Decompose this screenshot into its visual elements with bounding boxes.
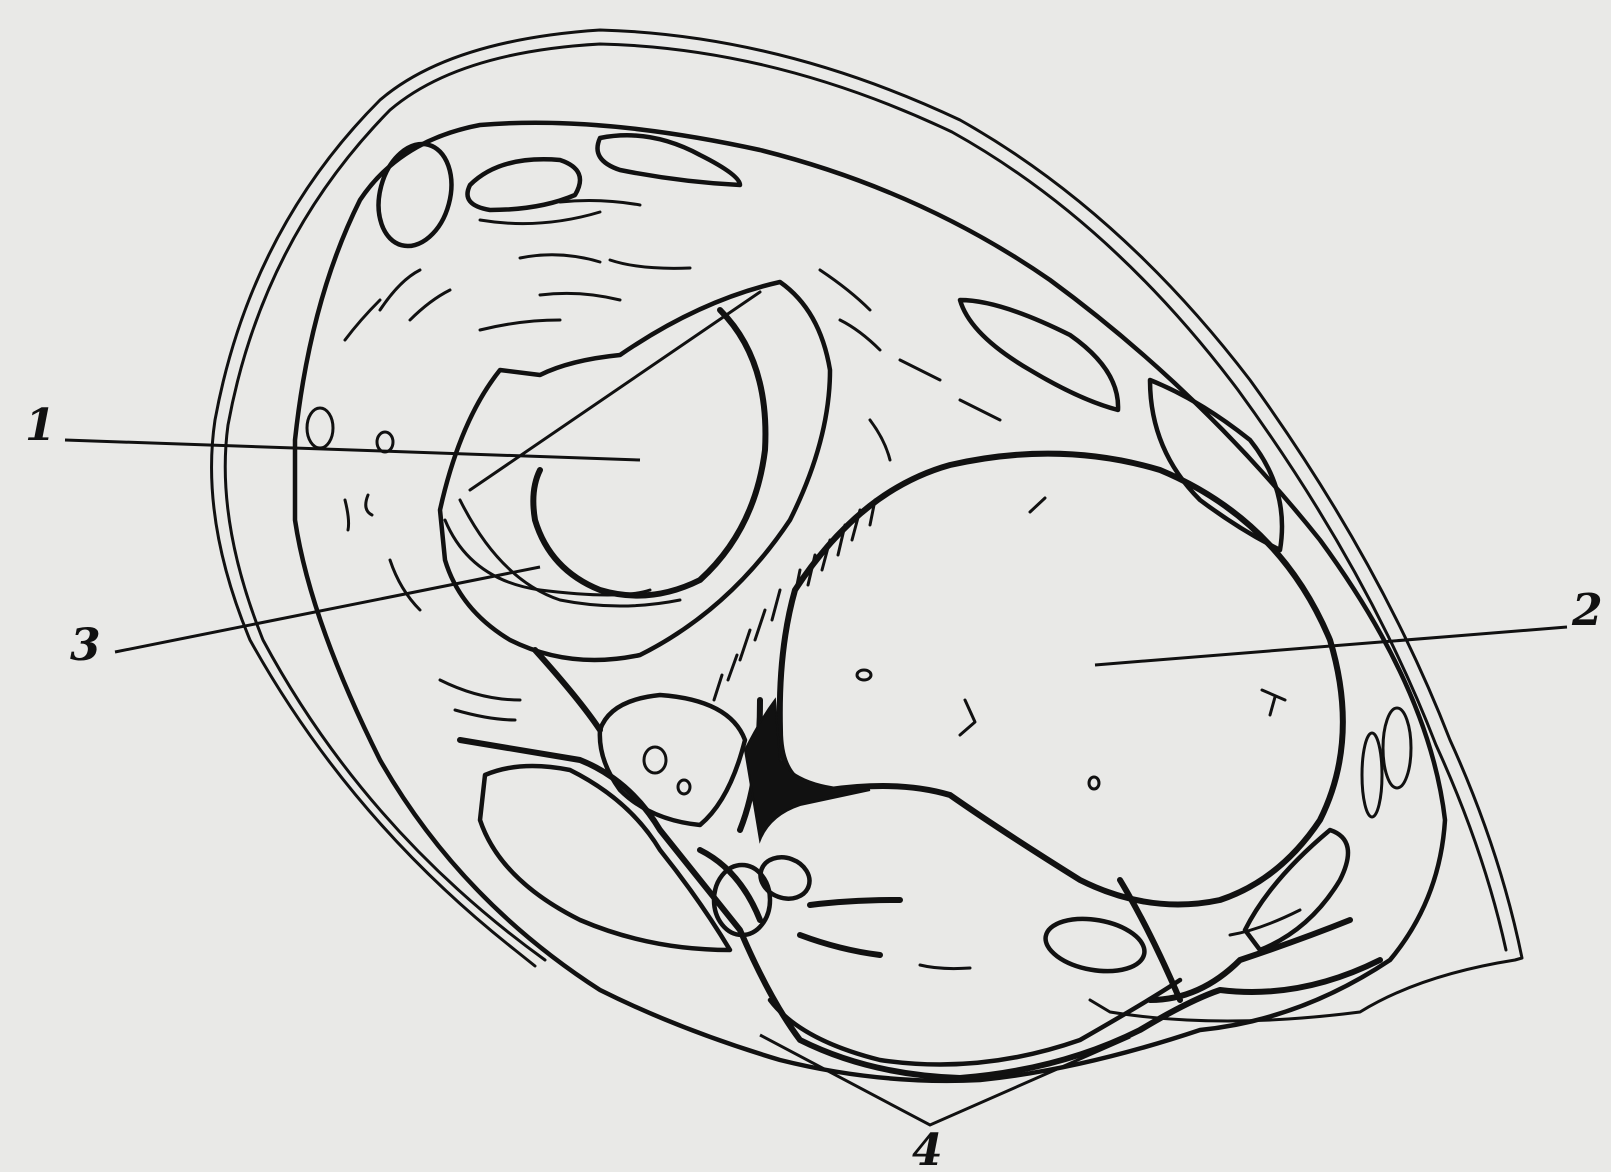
label-2: 2 [1571, 585, 1603, 636]
label-1: 1 [25, 400, 56, 451]
label-4: 4 [912, 1125, 943, 1172]
label-3: 3 [70, 620, 101, 671]
